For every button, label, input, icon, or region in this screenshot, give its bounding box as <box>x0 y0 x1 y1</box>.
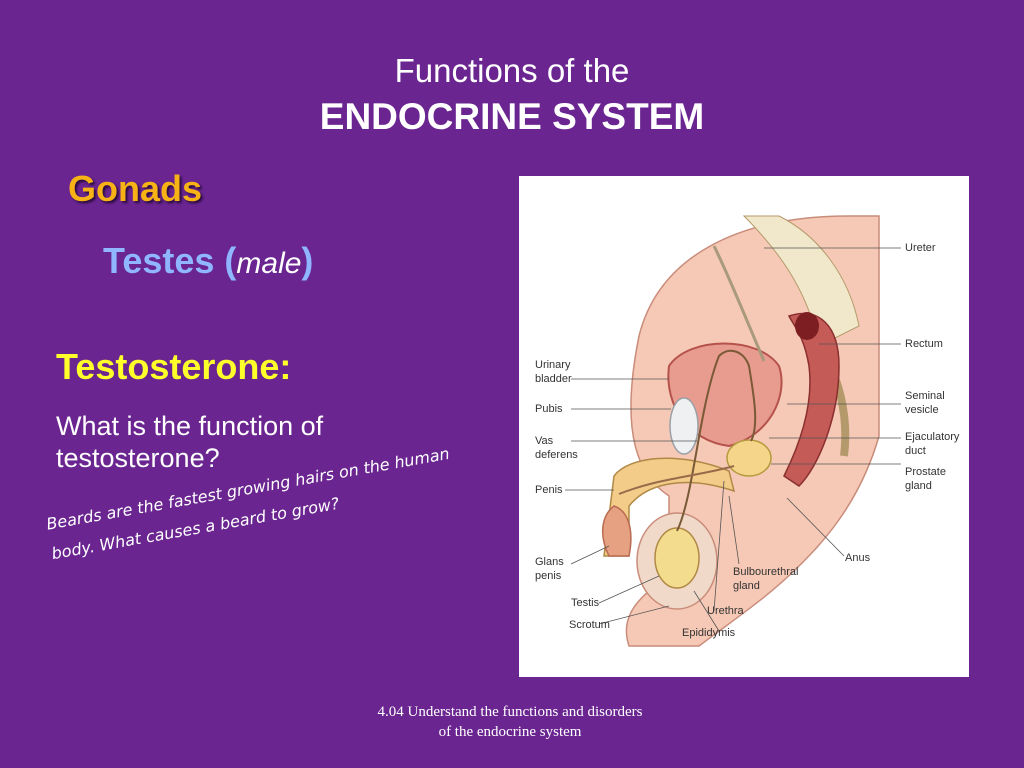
anatomy-diagram: Ureter Rectum Urinary bladder Pubis Semi… <box>519 176 969 677</box>
testes-male: male <box>236 247 301 280</box>
footer-line2: of the endocrine system <box>330 722 690 742</box>
label-scrotum: Scrotum <box>569 618 610 632</box>
label-glans-penis: Glans penis <box>535 555 569 583</box>
footer-line1: 4.04 Understand the functions and disord… <box>330 702 690 722</box>
testes-label: Testes ( <box>103 240 236 281</box>
gonads-heading: Gonads <box>68 168 202 210</box>
label-seminal-vesicle: Seminal vesicle <box>905 389 949 417</box>
label-epididymis: Epididymis <box>682 626 735 640</box>
slide-title-line1: Functions of the <box>0 52 1024 90</box>
label-penis: Penis <box>535 483 563 497</box>
label-testis: Testis <box>571 596 599 610</box>
label-rectum: Rectum <box>905 337 943 351</box>
label-anus: Anus <box>845 551 870 565</box>
testes-heading: Testes (male) <box>103 240 313 282</box>
label-vas-deferens: Vas deferens <box>535 434 575 462</box>
footer: 4.04 Understand the functions and disord… <box>330 702 690 742</box>
label-urinary-bladder: Urinary bladder <box>535 358 571 386</box>
label-bulbourethral-gland: Bulbourethral gland <box>733 565 803 593</box>
testosterone-heading: Testosterone: <box>56 346 291 388</box>
testes-close: ) <box>301 240 313 281</box>
label-pubis: Pubis <box>535 402 563 416</box>
label-ureter: Ureter <box>905 241 936 255</box>
label-prostate-gland: Prostate gland <box>905 465 949 493</box>
label-ejaculatory-duct: Ejaculatory duct <box>905 430 965 458</box>
slide-title-line2: ENDOCRINE SYSTEM <box>0 96 1024 138</box>
label-urethra: Urethra <box>707 604 744 618</box>
